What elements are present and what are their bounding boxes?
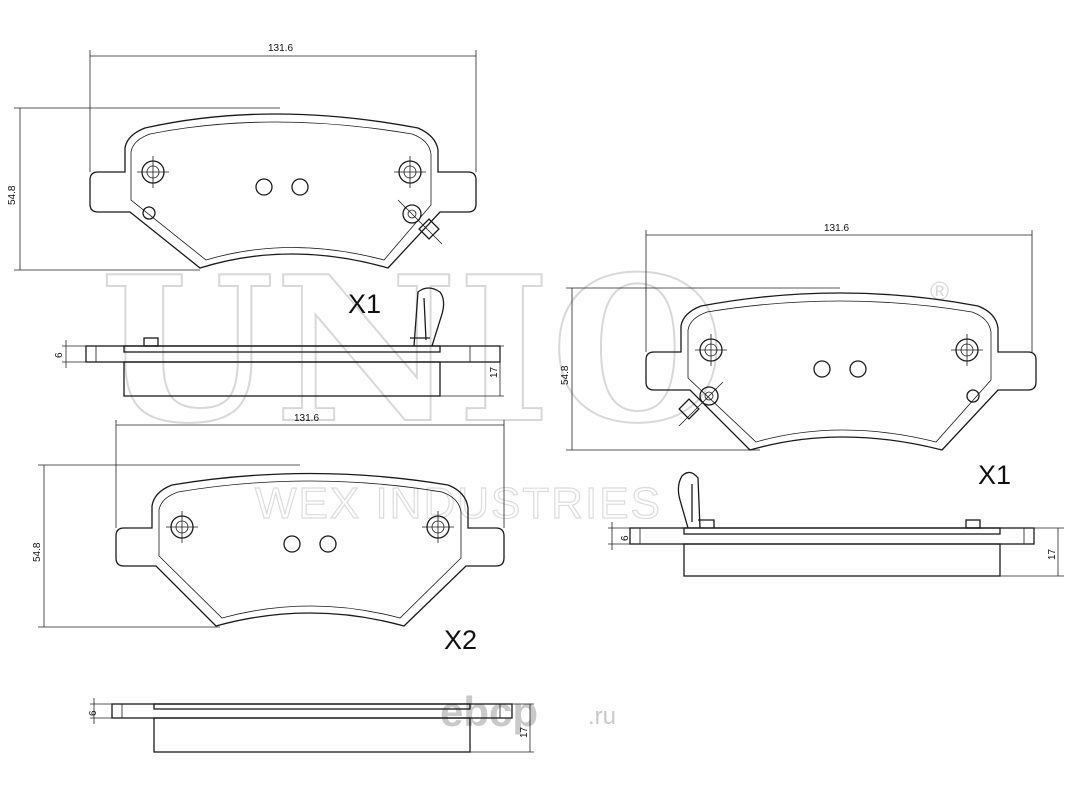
center-hole-left bbox=[283, 535, 301, 553]
mounting-hole-right bbox=[422, 511, 454, 543]
width-dim: 131.6 bbox=[268, 43, 293, 54]
tab bbox=[965, 519, 981, 529]
friction-side bbox=[153, 717, 471, 753]
shim-side bbox=[123, 345, 441, 353]
watermark: UNIO ® WEX INDUSTRIES ebcp .ru bbox=[99, 232, 949, 735]
backing-plate-outline bbox=[645, 292, 1037, 451]
watermark-company: WEX INDUSTRIES bbox=[255, 479, 662, 528]
wear-clip bbox=[677, 471, 715, 529]
watermark-site: ebcp bbox=[440, 688, 538, 735]
mounting-hole-right bbox=[951, 334, 983, 366]
shim-side bbox=[153, 703, 471, 710]
friction-material-outline bbox=[130, 121, 432, 261]
pad-top-left-front-view: 131.6 54.8 X1 bbox=[7, 43, 477, 319]
pad-bottom-left-side-view: 6 17 bbox=[88, 698, 534, 753]
watermark-registered-mark: ® bbox=[930, 276, 949, 306]
watermark-site-suffix: .ru bbox=[588, 703, 616, 730]
side-thickness-dim: 6 bbox=[88, 710, 99, 716]
width-dim: 131.6 bbox=[294, 413, 319, 424]
height-dim: 54.8 bbox=[32, 542, 43, 562]
tab bbox=[143, 337, 159, 347]
friction-side bbox=[683, 543, 1001, 577]
wear-indicator bbox=[678, 381, 724, 427]
backing-plate-outline bbox=[89, 113, 477, 269]
width-dim: 131.6 bbox=[824, 223, 849, 234]
friction-side bbox=[123, 361, 441, 397]
watermark-brand: UNIO bbox=[100, 233, 725, 468]
small-hole bbox=[142, 206, 156, 220]
mounting-hole-left bbox=[137, 156, 169, 188]
mounting-hole-right bbox=[394, 156, 426, 188]
side-height-dim: 17 bbox=[519, 726, 530, 738]
backing-plate-side bbox=[629, 527, 1035, 545]
center-hole-left bbox=[255, 178, 273, 196]
pad-label: X1 bbox=[978, 460, 1011, 490]
backing-plate-outline bbox=[115, 472, 505, 627]
mounting-hole-left bbox=[166, 511, 198, 543]
pad-bottom-left-front-view: 131.6 54.8 X2 bbox=[32, 413, 505, 655]
mounting-hole-left bbox=[695, 334, 727, 366]
center-hole-left bbox=[813, 360, 831, 378]
pad-top-left-side-view: 6 17 bbox=[54, 287, 504, 397]
small-hole bbox=[966, 389, 980, 403]
center-hole-right bbox=[319, 535, 337, 553]
side-height-dim: 17 bbox=[489, 366, 500, 378]
pad-right-side-view: 6 17 bbox=[608, 471, 1064, 577]
wear-clip bbox=[410, 287, 445, 347]
height-dim: 54.8 bbox=[7, 185, 18, 205]
center-hole-right bbox=[849, 360, 867, 378]
side-thickness-dim: 6 bbox=[620, 535, 631, 541]
pad-right-front-view: 131.6 54.8 X1 bbox=[560, 223, 1037, 490]
friction-material-outline bbox=[687, 300, 992, 443]
friction-material-outline bbox=[158, 480, 462, 619]
wear-indicator bbox=[397, 199, 443, 245]
center-hole-right bbox=[291, 178, 309, 196]
height-dim: 54.8 bbox=[560, 365, 571, 385]
shim-side bbox=[683, 527, 1001, 535]
pad-label: X2 bbox=[444, 625, 477, 655]
side-thickness-dim: 6 bbox=[54, 352, 65, 358]
side-height-dim: 17 bbox=[1047, 548, 1058, 560]
pad-label: X1 bbox=[348, 289, 381, 319]
